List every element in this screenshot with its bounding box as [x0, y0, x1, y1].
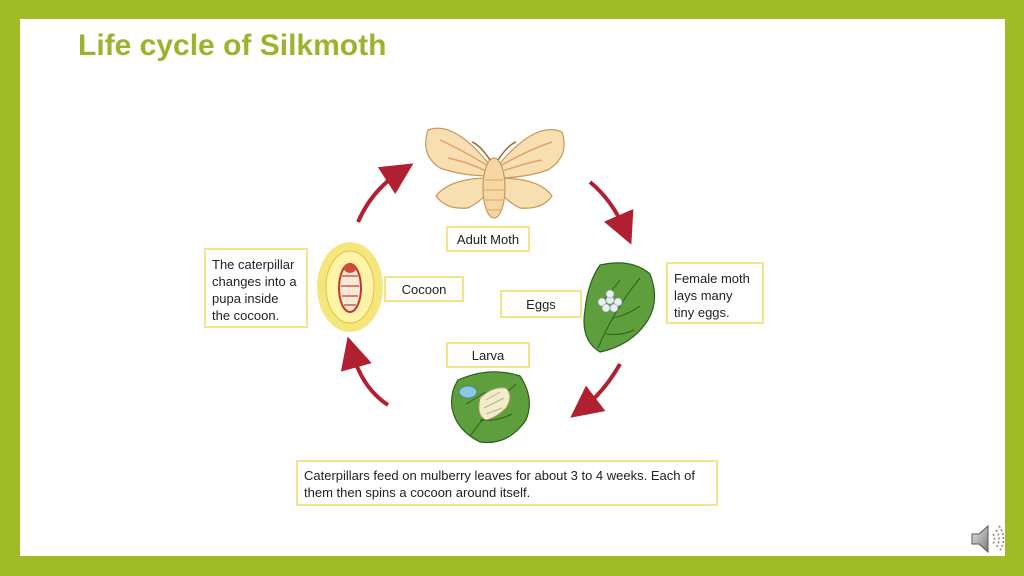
- slide-title: Life cycle of Silkmoth: [78, 29, 387, 62]
- eggs-leaf-illustration: [583, 262, 656, 353]
- label-eggs: Eggs: [500, 290, 582, 318]
- arrow-eggs-to-larva: [570, 363, 622, 418]
- description-larva: Caterpillars feed on mulberry leaves for…: [296, 460, 718, 506]
- arrow-cocoon-to-moth: [356, 163, 414, 223]
- description-eggs: Female moth lays many tiny eggs.: [666, 262, 764, 324]
- arrow-larva-to-cocoon: [340, 336, 390, 407]
- larva-leaf-illustration: [451, 371, 530, 444]
- label-cocoon: Cocoon: [384, 276, 464, 302]
- moth-illustration: [425, 127, 565, 219]
- cocoon-illustration: [317, 242, 383, 332]
- speaker-icon-graphic: [971, 524, 1005, 554]
- arrow-moth-to-eggs: [588, 180, 634, 245]
- speaker-icon[interactable]: [968, 522, 1008, 556]
- label-larva: Larva: [446, 342, 530, 368]
- label-adult-moth: Adult Moth: [446, 226, 530, 252]
- description-cocoon: The caterpillar changes into a pupa insi…: [204, 248, 308, 328]
